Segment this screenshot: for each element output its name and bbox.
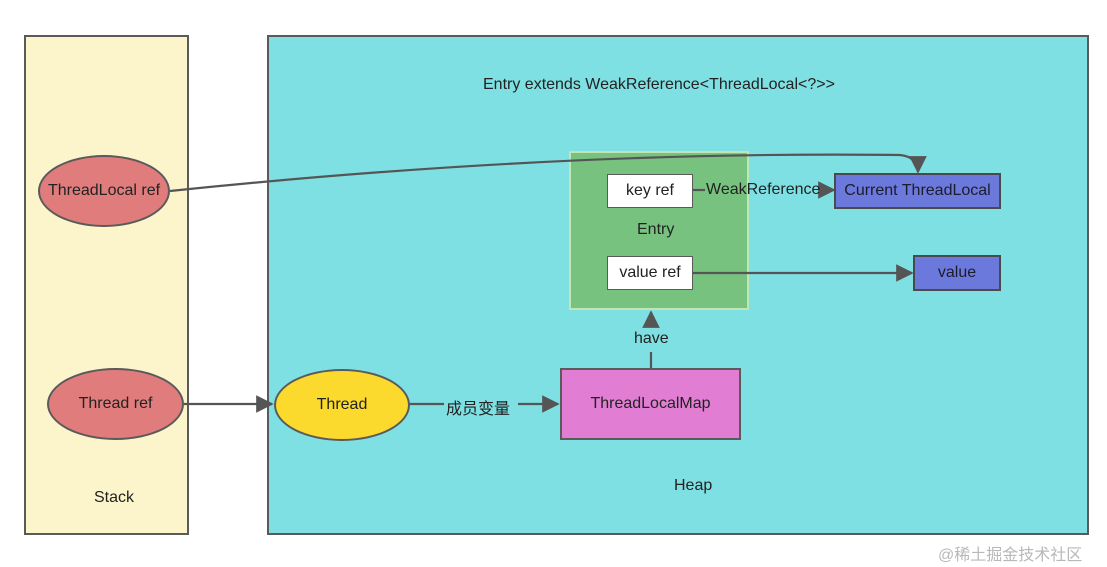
arrow-threadlocal-ref-to-current-threadlocal: [169, 153, 927, 193]
entry-label: Entry: [637, 221, 675, 238]
thread-ref-label: Thread ref: [78, 395, 153, 412]
thread-label: Thread: [316, 396, 368, 413]
threadlocal-ref-label: ThreadLocal ref: [47, 182, 161, 199]
key-ref-label: key ref: [625, 182, 674, 199]
value-ref-node: value ref: [607, 256, 693, 290]
stack-region: [24, 35, 189, 535]
key-ref-node: key ref: [607, 174, 693, 208]
threadlocal-ref-node: ThreadLocal ref: [38, 155, 170, 227]
edge-label-member-variable: 成员变量: [446, 401, 511, 418]
value-ref-label: value ref: [619, 264, 681, 281]
heap-title: Entry extends WeakReference<ThreadLocal<…: [483, 76, 835, 93]
stack-label: Stack: [94, 489, 135, 506]
threadlocalmap-label: ThreadLocalMap: [590, 395, 711, 412]
value-label: value: [937, 264, 977, 281]
thread-ref-node: Thread ref: [47, 368, 184, 440]
current-threadlocal-node: Current ThreadLocal: [834, 173, 1001, 209]
edge-label-weak-reference: WeakReference: [706, 181, 821, 198]
threadlocalmap-node: ThreadLocalMap: [560, 368, 741, 440]
thread-node: Thread: [274, 369, 410, 441]
current-threadlocal-label: Current ThreadLocal: [844, 182, 991, 199]
edge-label-have: have: [634, 330, 669, 347]
heap-label: Heap: [674, 477, 713, 494]
watermark: @稀土掘金技术社区: [938, 547, 1083, 564]
value-node: value: [913, 255, 1001, 291]
